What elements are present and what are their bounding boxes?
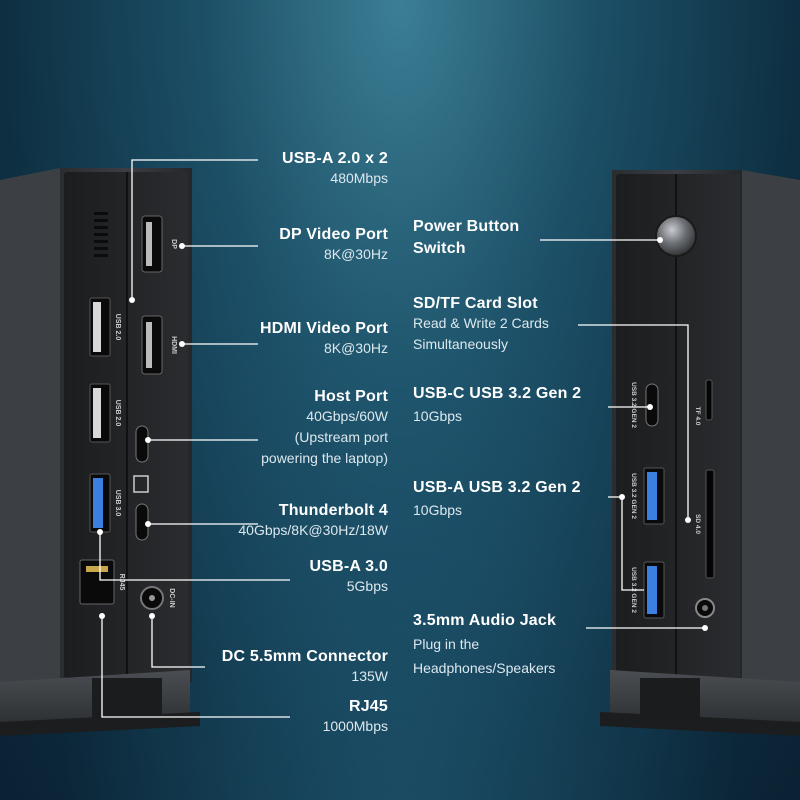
label-title: Power Button xyxy=(413,218,520,235)
label-sd-tf: SD/TF Card Slot Read & Write 2 Cards Sim… xyxy=(413,295,549,355)
label-audio-jack: 3.5mm Audio Jack Plug in the Headphones/… xyxy=(413,612,556,679)
usb-a-gen2-mark: USB 3.2 GEN 2 xyxy=(630,473,637,519)
label-title: USB-A USB 3.2 Gen 2 xyxy=(413,479,581,496)
host-usb-c-port xyxy=(135,425,149,463)
label-sub: (Upstream port xyxy=(294,429,388,445)
label-sub: 135W xyxy=(351,668,388,684)
label-sub: 8K@30Hz xyxy=(323,340,388,356)
right-hub-device: USB 3.2 GEN 2 USB 3.2 GEN 2 USB 3.2 GEN … xyxy=(600,170,800,736)
sd-mark: SD 4.0 xyxy=(694,514,701,534)
leader-dots xyxy=(97,237,708,631)
label-title: DC 5.5mm Connector xyxy=(221,648,388,665)
usb-2-mark: USB 2.0 xyxy=(114,400,121,427)
label-dp-video: DP Video Port 8K@30Hz xyxy=(279,226,388,265)
power-button-knob xyxy=(655,215,697,257)
label-sub: 10Gbps xyxy=(413,408,463,424)
label-sub: 5Gbps xyxy=(346,578,388,594)
label-usb-a-gen2: USB-A USB 3.2 Gen 2 10Gbps xyxy=(413,479,581,521)
sd-card-slot xyxy=(705,469,715,579)
dp-mark: DP xyxy=(170,239,177,249)
label-sub: powering the laptop) xyxy=(261,450,388,466)
label-sub: 40Gbps/8K@30Hz/18W xyxy=(238,522,388,538)
usb-3-mark: USB 3.0 xyxy=(114,490,121,517)
label-title: HDMI Video Port xyxy=(259,320,388,337)
label-title: USB-C USB 3.2 Gen 2 xyxy=(413,385,582,402)
label-sub: 8K@30Hz xyxy=(323,246,388,262)
dc-in-mark: DC-IN xyxy=(168,588,175,607)
vent-grille xyxy=(94,212,108,257)
usb-c-gen2-mark: USB 3.2 GEN 2 xyxy=(630,382,637,428)
tf-card-slot xyxy=(705,379,713,421)
label-dc-connector: DC 5.5mm Connector 135W xyxy=(222,648,388,687)
usb-2-mark: USB 2.0 xyxy=(114,314,121,341)
label-sub: 10Gbps xyxy=(413,502,463,518)
rj45-mark: RJ45 xyxy=(118,574,125,591)
label-sub: Simultaneously xyxy=(413,336,508,352)
label-sub: 480Mbps xyxy=(330,170,388,186)
label-hdmi-video: HDMI Video Port 8K@30Hz xyxy=(260,320,388,359)
label-sub: 1000Mbps xyxy=(322,718,388,734)
tf-mark: TF 4.0 xyxy=(694,407,701,426)
label-title: DP Video Port xyxy=(279,226,388,243)
label-title: SD/TF Card Slot xyxy=(413,295,538,312)
label-title: Switch xyxy=(413,240,466,257)
label-rj45: RJ45 1000Mbps xyxy=(323,698,388,737)
label-title: USB-A 3.0 xyxy=(309,558,388,575)
label-power-button: Power Button Switch xyxy=(413,218,519,258)
label-sub: 40Gbps/60W xyxy=(306,408,388,424)
label-thunderbolt-4: Thunderbolt 4 40Gbps/8K@30Hz/18W xyxy=(238,502,388,541)
label-title: Host Port xyxy=(314,388,388,405)
leader-lines xyxy=(99,159,705,718)
label-sub: Plug in the xyxy=(413,636,480,652)
label-sub: Read & Write 2 Cards xyxy=(413,315,549,331)
left-hub-device: DP HDMI USB 2.0 USB 2.0 USB 3.0 DC-IN RJ… xyxy=(0,168,200,736)
label-usb-a-3: USB-A 3.0 5Gbps xyxy=(309,558,388,597)
label-usb-a-2: USB-A 2.0 x 2 480Mbps xyxy=(282,150,388,189)
hdmi-mark: HDMI xyxy=(170,336,177,354)
label-title: Thunderbolt 4 xyxy=(278,502,388,519)
label-host-port: Host Port 40Gbps/60W (Upstream port powe… xyxy=(261,388,388,469)
label-title: RJ45 xyxy=(348,698,388,715)
label-title: 3.5mm Audio Jack xyxy=(413,612,557,629)
label-title: USB-A 2.0 x 2 xyxy=(281,150,388,167)
label-sub: Headphones/Speakers xyxy=(413,660,556,676)
label-usb-c-gen2: USB-C USB 3.2 Gen 2 10Gbps xyxy=(413,385,581,427)
